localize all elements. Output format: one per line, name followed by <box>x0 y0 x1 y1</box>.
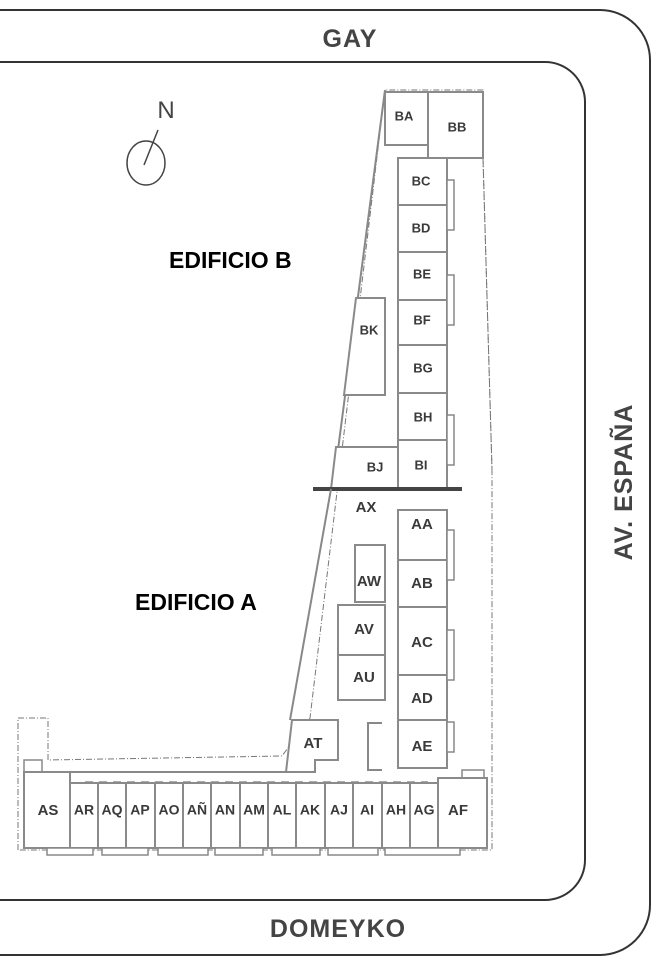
unit-label-aa: AA <box>411 516 433 533</box>
unit-bf[interactable] <box>397 299 448 346</box>
unit-bj[interactable] <box>329 446 399 490</box>
unit-bk[interactable] <box>342 297 386 396</box>
unit-label-ai: AI <box>360 802 374 818</box>
outer-block-border <box>0 9 651 956</box>
unit-label-as: AS <box>38 802 59 819</box>
unit-label-bb: BB <box>448 119 467 134</box>
street-east: AV. ESPAÑA <box>608 404 638 561</box>
unit-label-ae: AE <box>412 738 433 755</box>
unit-an[interactable] <box>210 782 241 849</box>
unit-label-bj: BJ <box>367 459 384 474</box>
unit-label-bd: BD <box>412 220 431 235</box>
unit-label-an-tilde: AÑ <box>187 801 207 818</box>
street-south: DOMEYKO <box>270 915 406 943</box>
unit-aq[interactable] <box>97 782 127 849</box>
inner-block-border <box>0 61 586 901</box>
unit-as[interactable] <box>23 771 71 849</box>
unit-ac[interactable] <box>397 606 448 676</box>
unit-label-bi: BI <box>415 457 428 472</box>
unit-label-bc: BC <box>412 173 431 188</box>
unit-af[interactable] <box>437 777 488 849</box>
unit-aw[interactable] <box>354 544 386 603</box>
unit-label-av: AV <box>354 621 374 638</box>
unit-label-au: AU <box>353 669 375 686</box>
unit-ab[interactable] <box>397 559 448 608</box>
north-arrow-icon: N <box>126 97 175 186</box>
building-a: AX AA AB AC AD AE AW AV AU AT <box>23 488 488 856</box>
unit-label-aq: AQ <box>102 802 123 818</box>
unit-label-ab: AB <box>411 575 433 592</box>
unit-label-ag: AG <box>414 802 435 818</box>
unit-label-ah: AH <box>386 802 406 818</box>
street-north: GAY <box>323 25 378 53</box>
unit-label-al: AL <box>273 802 292 818</box>
unit-label-be: BE <box>413 266 431 281</box>
site-outline <box>17 89 493 851</box>
unit-label-ar: AR <box>74 802 94 818</box>
unit-am[interactable] <box>239 782 269 849</box>
site-east-edge <box>482 157 493 471</box>
building-b-label: EDIFICIO B <box>169 247 292 273</box>
unit-label-aw: AW <box>357 573 382 590</box>
building-a-label: EDIFICIO A <box>135 589 257 615</box>
unit-label-bf: BF <box>413 312 430 327</box>
unit-label-at: AT <box>304 735 323 752</box>
unit-label-aj: AJ <box>330 802 348 818</box>
unit-label-ax: AX <box>356 499 377 516</box>
unit-label-an: AN <box>215 802 235 818</box>
unit-label-ad: AD <box>411 690 433 707</box>
unit-label-bk: BK <box>360 322 379 337</box>
unit-label-am: AM <box>243 802 265 818</box>
unit-label-af: AF <box>448 802 468 819</box>
unit-label-bh: BH <box>414 409 433 424</box>
unit-label-bg: BG <box>413 360 433 375</box>
unit-au[interactable] <box>337 654 386 701</box>
unit-bg[interactable] <box>397 344 448 394</box>
unit-label-ba: BA <box>395 108 414 123</box>
unit-ao[interactable] <box>154 782 184 849</box>
unit-ae[interactable] <box>397 719 448 769</box>
unit-label-ao: AO <box>159 802 180 818</box>
unit-av[interactable] <box>337 604 386 656</box>
building-b: BA BB BC BD BE BF BG BH BI BK BJ <box>329 89 484 490</box>
unit-bb[interactable] <box>427 91 484 159</box>
north-label: N <box>157 97 174 124</box>
unit-bi[interactable] <box>397 439 448 490</box>
unit-label-ac: AC <box>411 634 433 651</box>
unit-ad[interactable] <box>397 674 448 721</box>
unit-label-ak: AK <box>300 802 320 818</box>
unit-label-ap: AP <box>130 802 149 818</box>
